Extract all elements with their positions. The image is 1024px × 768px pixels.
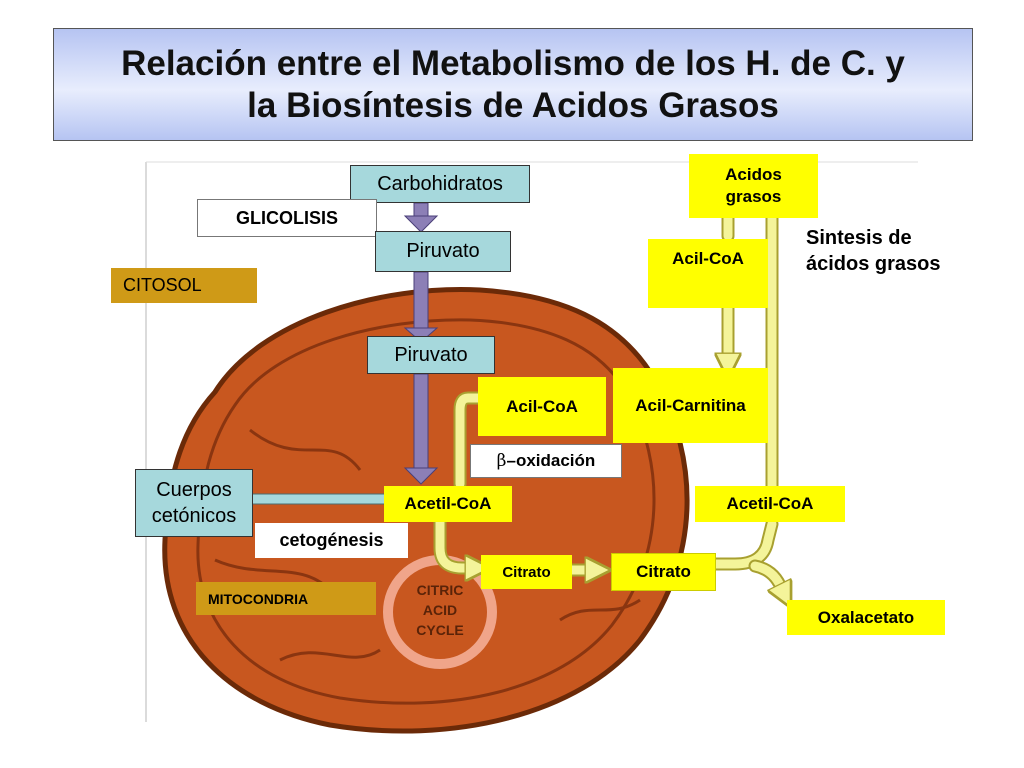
ketogenesis-connector — [251, 493, 387, 505]
acidos-grasos-label: Acidos grasos — [689, 154, 818, 218]
citrato-mito-label: Citrato — [481, 555, 572, 589]
glicolisis-label: GLICOLISIS — [197, 199, 377, 237]
acil-carnitina-label: Acil-Carnitina — [613, 368, 768, 443]
sintesis-acidos-grasos-label: Sintesis de ácidos grasos — [806, 227, 941, 275]
acetil-coa-cyto-label: Acetil-CoA — [695, 486, 845, 522]
piruvato-mito-label: Piruvato — [367, 336, 495, 374]
citric-line-2: ACID — [423, 602, 457, 618]
citrato-cyto-label: Citrato — [611, 553, 716, 591]
oxidacion-text: –oxidación — [506, 451, 596, 470]
acil-coa-top-label: Acil-CoA — [648, 239, 768, 308]
beta-oxidacion-label: β–oxidación — [470, 444, 622, 478]
glycolysis-arrow — [403, 202, 439, 233]
piruvato-citosol-label: Piruvato — [375, 231, 511, 272]
title-banner: Relación entre el Metabolismo de los H. … — [53, 28, 973, 141]
oxalacetato-label: Oxalacetato — [787, 600, 945, 635]
mitocondria-label: MITOCONDRIA — [196, 582, 376, 615]
cetogenesis-label: cetogénesis — [255, 523, 408, 558]
pyruvate-transport-arrow — [403, 271, 439, 343]
citosol-label: CITOSOL — [111, 268, 257, 303]
cuerpos-cetonicos-label: Cuerpos cetónicos — [135, 469, 253, 537]
citric-line-1: CITRIC — [417, 582, 464, 598]
beta-symbol: β — [496, 451, 507, 471]
acil-coa-mito-label: Acil-CoA — [478, 377, 606, 436]
acetil-coa-mito-label: Acetil-CoA — [384, 486, 512, 522]
pyruvate-to-acetylcoa-arrow — [403, 373, 439, 485]
citric-line-3: CYCLE — [416, 622, 463, 638]
carbohidratos-label: Carbohidratos — [350, 165, 530, 203]
title-line-2: la Biosíntesis de Acidos Grasos — [247, 85, 779, 125]
title-line-1: Relación entre el Metabolismo de los H. … — [121, 43, 905, 83]
